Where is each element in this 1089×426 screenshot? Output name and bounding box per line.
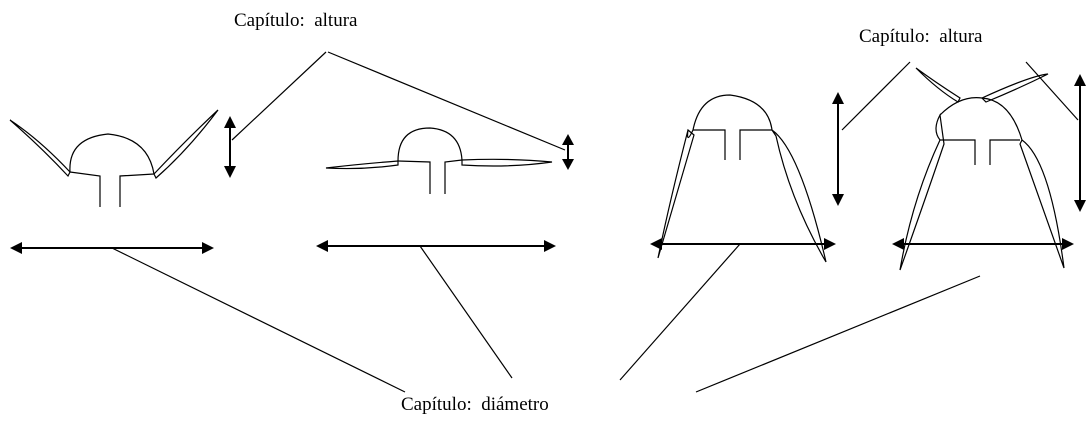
capitulum-figure-2	[316, 127, 574, 252]
bract-left-3	[657, 128, 695, 259]
arrowhead-right-3	[824, 238, 836, 250]
peduncle-right-3	[739, 129, 772, 160]
height-label-left: Capítulo: altura	[234, 10, 358, 31]
arrowhead-down-2	[562, 159, 574, 170]
capitulum-figure-3	[650, 92, 844, 263]
height-leader-lines	[231, 51, 1079, 151]
bract-right-1	[153, 109, 219, 179]
bract-right-3	[771, 129, 827, 263]
leader-height-2	[327, 51, 566, 151]
peduncle-right-2	[444, 159, 463, 194]
arrowhead-right-1	[202, 242, 214, 254]
arrowhead-down-4	[1074, 200, 1086, 212]
peduncle-left-2	[397, 160, 431, 194]
arrowhead-up-1	[224, 116, 236, 128]
peduncle-right-1	[119, 173, 155, 207]
leader-diameter-3	[619, 243, 741, 381]
arrowhead-down-1	[224, 166, 236, 178]
bract-top-right-4	[980, 73, 1049, 103]
peduncle-left-1	[69, 171, 101, 207]
leader-height-3	[841, 61, 911, 131]
peduncle-right-4	[989, 139, 1020, 165]
diameter-leader-lines	[111, 243, 981, 393]
arrowhead-up-4	[1074, 74, 1086, 86]
peduncle-left-3	[693, 129, 726, 160]
arrowhead-left-3	[650, 238, 662, 250]
arrowhead-left-2	[316, 240, 328, 252]
arrowhead-right-2	[544, 240, 556, 252]
arrowhead-left-4	[892, 238, 904, 250]
capitulum-figure-1	[9, 109, 236, 254]
receptacle-dome-3	[692, 94, 773, 131]
bract-left-1	[9, 119, 71, 178]
bract-right-2	[461, 158, 553, 167]
arrowhead-left-1	[10, 242, 22, 254]
bract-right-4	[1019, 139, 1065, 269]
leader-diameter-1	[111, 247, 406, 393]
leader-diameter-2	[419, 245, 513, 379]
bract-left-4	[899, 113, 945, 271]
bract-top-left-4	[915, 67, 961, 103]
receptacle-dome-4	[939, 97, 1023, 141]
receptacle-dome-1	[69, 133, 155, 175]
arrowhead-down-3	[832, 194, 844, 206]
leader-diameter-4	[695, 275, 981, 393]
receptacle-dome-2	[397, 127, 463, 162]
height-label-right: Capítulo: altura	[859, 26, 983, 47]
arrowhead-up-2	[562, 134, 574, 145]
diameter-label: Capítulo: diámetro	[401, 394, 549, 415]
capitulum-figure-4	[892, 67, 1086, 271]
arrowhead-up-3	[832, 92, 844, 104]
peduncle-left-4	[940, 139, 976, 165]
leader-height-1	[231, 51, 327, 141]
leader-height-4	[1025, 61, 1079, 121]
arrowhead-right-4	[1062, 238, 1074, 250]
bract-left-2	[325, 160, 399, 170]
